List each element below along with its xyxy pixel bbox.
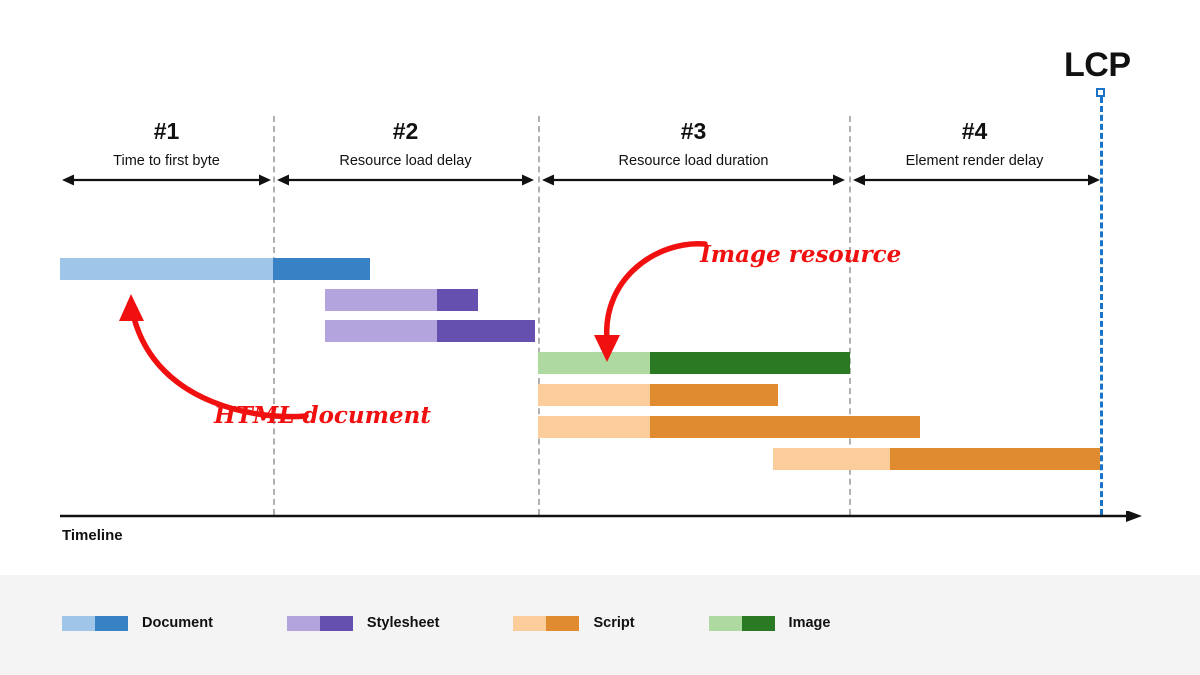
phase-1-label: Time to first byte — [113, 153, 220, 169]
bar-segment-dark — [437, 320, 535, 342]
resource-bar-script-3 — [773, 448, 1100, 470]
chart-legend: Document Stylesheet Script — [0, 575, 1200, 675]
lcp-marker-square — [1096, 88, 1105, 97]
phase-1-number: #1 — [153, 118, 180, 144]
phase-1-arrow — [62, 174, 271, 186]
image-resource-annotation-arrow — [594, 241, 708, 362]
resource-bar-document — [60, 258, 370, 280]
bar-segment-light — [325, 320, 437, 342]
legend-swatch-script — [513, 615, 580, 631]
resource-bar-script-1 — [538, 384, 778, 406]
legend-label-document: Document — [142, 615, 213, 631]
phase-4-arrow — [853, 174, 1100, 186]
legend-label-script: Script — [593, 615, 635, 631]
phase-2-arrow — [277, 174, 534, 186]
bar-segment-dark — [890, 448, 1100, 470]
lcp-title: LCP — [1064, 46, 1131, 84]
phase-3-arrow — [542, 174, 845, 186]
swatch-light — [62, 615, 95, 631]
timeline-axis-label: Timeline — [62, 527, 123, 544]
image-resource-annotation-text: Image resource — [700, 241, 902, 268]
legend-label-image: Image — [788, 615, 831, 631]
resource-bar-image — [538, 352, 850, 374]
bar-segment-light — [325, 289, 437, 311]
swatch-dark — [741, 615, 775, 631]
phase-3-label: Resource load duration — [618, 153, 769, 169]
bar-segment-dark — [273, 258, 370, 280]
bar-segment-light — [538, 384, 650, 406]
legend-swatch-document — [62, 615, 128, 631]
bar-segment-dark — [650, 352, 850, 374]
swatch-light — [286, 615, 320, 631]
phase-2-number: #2 — [392, 118, 419, 144]
legend-item-stylesheet: Stylesheet — [286, 615, 440, 631]
phase-2-label: Resource load delay — [339, 153, 472, 169]
bar-segment-dark — [650, 384, 778, 406]
legend-label-stylesheet: Stylesheet — [366, 615, 440, 631]
swatch-light — [708, 615, 742, 631]
phase-divider-2 — [538, 116, 540, 515]
legend-swatch-stylesheet — [286, 615, 353, 631]
phase-4-label: Element render delay — [905, 153, 1044, 169]
legend-item-script: Script — [513, 615, 635, 631]
resource-bar-stylesheet-2 — [325, 320, 535, 342]
bar-segment-light — [60, 258, 273, 280]
swatch-dark — [319, 615, 353, 631]
lcp-vertical-line — [1100, 97, 1103, 515]
legend-swatch-image — [708, 615, 775, 631]
bar-segment-dark — [650, 416, 920, 438]
resource-bar-script-2 — [538, 416, 920, 438]
phase-divider-3 — [849, 116, 851, 515]
chart-plot-area: LCP #1 Time to first byte #2 Resource lo… — [60, 46, 1142, 544]
legend-item-image: Image — [708, 615, 831, 631]
html-document-annotation-arrow — [119, 294, 309, 420]
legend-items: Document Stylesheet Script — [62, 615, 904, 631]
phase-4-number: #4 — [961, 118, 988, 144]
phase-1: #1 Time to first byte — [60, 120, 273, 169]
phase-3-number: #3 — [680, 118, 707, 144]
timeline-axis — [60, 511, 1142, 522]
phase-3: #3 Resource load duration — [538, 120, 849, 169]
bar-segment-light — [538, 416, 650, 438]
bar-segment-light — [538, 352, 650, 374]
phase-2: #2 Resource load delay — [273, 120, 538, 169]
swatch-dark — [95, 615, 128, 631]
legend-item-document: Document — [62, 615, 213, 631]
phase-4: #4 Element render delay — [849, 120, 1100, 169]
bar-segment-light — [773, 448, 890, 470]
swatch-dark — [546, 615, 580, 631]
phase-divider-1 — [273, 116, 275, 515]
swatch-light — [513, 615, 547, 631]
bar-segment-dark — [437, 289, 478, 311]
resource-bar-stylesheet-1 — [325, 289, 478, 311]
html-document-annotation-text: HTML document — [214, 402, 431, 429]
